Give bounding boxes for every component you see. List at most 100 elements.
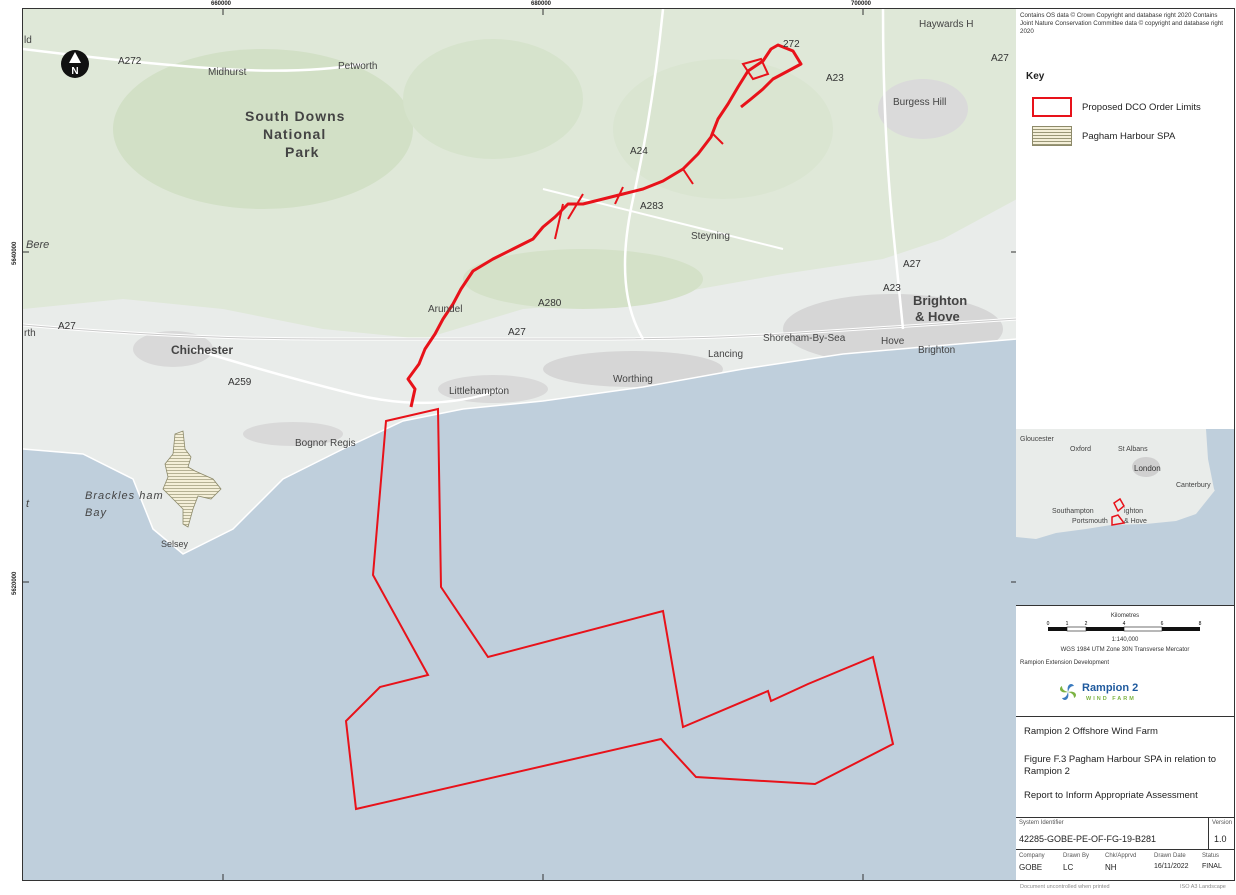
road-label-a24: A24 <box>630 146 648 157</box>
grid-label-x-680000: 680000 <box>531 1 552 7</box>
report-title: Report to Inform Appropriate Assessment <box>1024 790 1198 801</box>
meta-divider-v <box>1208 817 1209 849</box>
meta-divider-h <box>1016 849 1234 850</box>
key-label-dco: Proposed DCO Order Limits <box>1082 101 1201 113</box>
place-steyning: Steyning <box>691 231 730 242</box>
location-inset-map[interactable]: Gloucester Oxford St Albans London Cante… <box>1016 429 1234 605</box>
pagham-harbour-spa[interactable] <box>162 430 222 528</box>
rampion-logo-icon <box>1060 684 1076 700</box>
inset-north-sea <box>1206 429 1234 549</box>
key-item-pagham-spa: Pagham Harbour SPA <box>1032 126 1175 146</box>
rampion-logo: Rampion 2 WIND FARM <box>1016 672 1234 716</box>
footer-uncontrolled: Document uncontrolled when printed <box>1020 884 1110 890</box>
drawing-metadata: System Identifier 42285-GOBE-PE-OF-FG-19… <box>1016 817 1234 880</box>
inset-place-gloucester: Gloucester <box>1020 436 1055 443</box>
park-label-3: Park <box>285 144 319 160</box>
inset-place-hove: & Hove <box>1124 518 1147 525</box>
road-label-a259: A259 <box>228 377 252 388</box>
place-selsey: Selsey <box>161 539 189 549</box>
map-canvas[interactable]: Midhurst Petworth South Downs National P… <box>23 9 1017 880</box>
place-littlehampton: Littlehampton <box>449 386 509 397</box>
title-block: Rampion 2 Offshore Wind Farm Figure F.3 … <box>1016 716 1234 817</box>
key-title: Key <box>1026 71 1045 82</box>
downs-woodland-area <box>113 49 413 209</box>
divider-title-top <box>1016 716 1234 717</box>
woodland-area-2 <box>403 39 583 159</box>
inset-place-st-albans: St Albans <box>1118 446 1148 453</box>
inset-place-portsmouth: Portsmouth <box>1072 518 1108 525</box>
place-shoreham: Shoreham-By-Sea <box>763 333 846 344</box>
inset-place-london: London <box>1134 464 1161 473</box>
edge-label-bere: Bere <box>26 239 49 251</box>
road-label-a27-north: A27 <box>991 53 1009 64</box>
system-id-label: System Identifier <box>1019 820 1064 826</box>
place-brighton-hove-1: Brighton <box>913 293 967 308</box>
road-label-a283: A283 <box>640 201 664 212</box>
offshore-order-limits[interactable] <box>344 407 895 811</box>
drawn-by-label: Drawn By <box>1063 853 1090 859</box>
place-chichester: Chichester <box>171 343 233 357</box>
edge-label-ld: ld <box>24 35 32 46</box>
inset-place-southampton: Southampton <box>1052 508 1094 515</box>
edge-label-rth: rth <box>24 328 36 339</box>
road-a259 <box>192 347 504 405</box>
inset-canvas: Gloucester Oxford St Albans London Cante… <box>1016 429 1234 605</box>
place-haywards-heath: Haywards H <box>919 19 973 30</box>
checked-value: NH <box>1105 863 1117 872</box>
road-label-a23-south: A23 <box>883 283 901 294</box>
north-arrow-icon: N <box>57 46 93 82</box>
system-id-value: 42285-GOBE-PE-OF-FG-19-B281 <box>1019 834 1157 844</box>
scale-tick-8: 8 <box>1199 621 1202 627</box>
road-label-a27-mid: A27 <box>508 327 526 338</box>
copyright-notice: Contains OS data © Crown Copyright and d… <box>1020 12 1224 35</box>
version-value: 1.0 <box>1214 834 1227 844</box>
woodland-area-3 <box>613 59 833 199</box>
version-label: Version <box>1212 820 1233 826</box>
cable-route-spurs[interactable] <box>554 133 724 240</box>
urban-bognor <box>243 422 343 446</box>
map-side-panel: Contains OS data © Crown Copyright and d… <box>1016 8 1235 881</box>
sea-area <box>23 339 1017 880</box>
road-label-272: 272 <box>783 39 800 50</box>
place-brighton-hove-2: & Hove <box>915 309 960 324</box>
scale-tick-6: 6 <box>1161 621 1164 627</box>
place-hove: Hove <box>881 336 905 347</box>
map-frame[interactable]: Midhurst Petworth South Downs National P… <box>22 8 1018 881</box>
road-label-a280: A280 <box>538 298 562 309</box>
spa-swatch-icon <box>1032 126 1072 146</box>
place-bognor-regis: Bognor Regis <box>295 438 356 449</box>
key-item-dco-order-limits: Proposed DCO Order Limits <box>1032 97 1201 117</box>
status-value: FINAL <box>1202 863 1222 870</box>
urban-worthing <box>543 351 723 387</box>
projection-text: WGS 1984 UTM Zone 30N Transverse Mercato… <box>1060 647 1190 653</box>
drawn-date-value: 16/11/2022 <box>1154 863 1189 870</box>
scale-tick-0: 0 <box>1047 621 1050 627</box>
place-petworth: Petworth <box>338 61 377 72</box>
road-label-a27-west: A27 <box>58 321 76 332</box>
scale-units: Kilometres <box>1110 613 1140 619</box>
bay-label-1: Brackles ham <box>85 490 164 502</box>
developer-text: Rampion Extension Development <box>1020 660 1110 666</box>
footer-paper-size: ISO A3 Landscape <box>1180 884 1226 890</box>
place-arundel: Arundel <box>428 304 462 315</box>
place-burgess-hill: Burgess Hill <box>893 97 946 108</box>
onshore-cable-route[interactable] <box>406 43 803 408</box>
grid-label-y-5640000: 5640000 <box>12 241 18 265</box>
key-label-spa: Pagham Harbour SPA <box>1082 130 1176 142</box>
bay-label-2: Bay <box>85 507 107 519</box>
project-title: Rampion 2 Offshore Wind Farm <box>1024 726 1158 737</box>
substation-area[interactable] <box>741 57 770 81</box>
road-a27-casing <box>23 318 1017 340</box>
grid-label-y-5620000: 5620000 <box>12 571 18 595</box>
scale-bar-icon: 0 1 2 4 6 8 <box>1047 621 1202 632</box>
logo-tagline: WIND FARM <box>1086 696 1136 702</box>
north-label: N <box>71 66 78 77</box>
inset-place-oxford: Oxford <box>1070 446 1091 453</box>
checked-label: Chk/Apprvd <box>1105 853 1137 859</box>
coastline <box>23 338 1017 555</box>
park-label-2: National <box>263 126 326 142</box>
inset-place-brighton: ighton <box>1124 508 1143 515</box>
status-label: Status <box>1202 853 1220 859</box>
urban-littlehampton <box>438 375 548 403</box>
logo-name: Rampion 2 <box>1082 682 1139 694</box>
